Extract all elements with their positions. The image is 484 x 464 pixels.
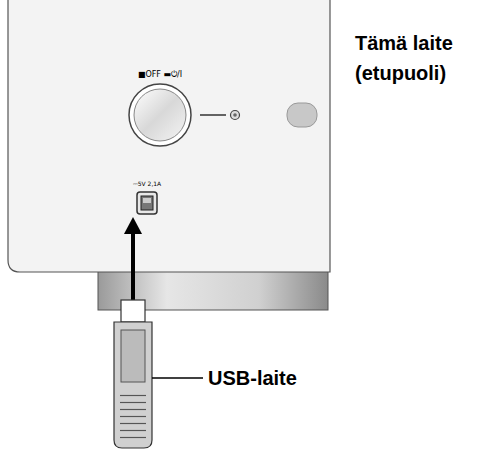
device-label: Tämä laite (etupuoli) (355, 28, 473, 88)
remote-sensor (287, 103, 317, 127)
usb-rating: ⎓5V 2,1A (133, 180, 161, 188)
insert-arrow (131, 232, 135, 300)
indicator-led-core (233, 113, 237, 117)
usb-plug (121, 300, 145, 322)
usb-port-tongue (143, 198, 151, 203)
usb-device (114, 322, 152, 448)
power-knob (129, 84, 191, 146)
leader-line (152, 377, 203, 379)
switch-label: ■OFF ▬⏻/I (138, 70, 182, 80)
device-front-panel (8, 0, 330, 272)
usb-grip (120, 390, 146, 442)
power-knob-face (134, 89, 186, 141)
usb-label-area (121, 330, 145, 382)
usb-port-socket (141, 196, 153, 210)
usb-device-label: USB-laite (208, 363, 297, 393)
indicator-led (231, 111, 240, 120)
indicator-line (200, 114, 226, 116)
insert-arrowhead (124, 217, 142, 234)
usb-port (137, 192, 157, 214)
